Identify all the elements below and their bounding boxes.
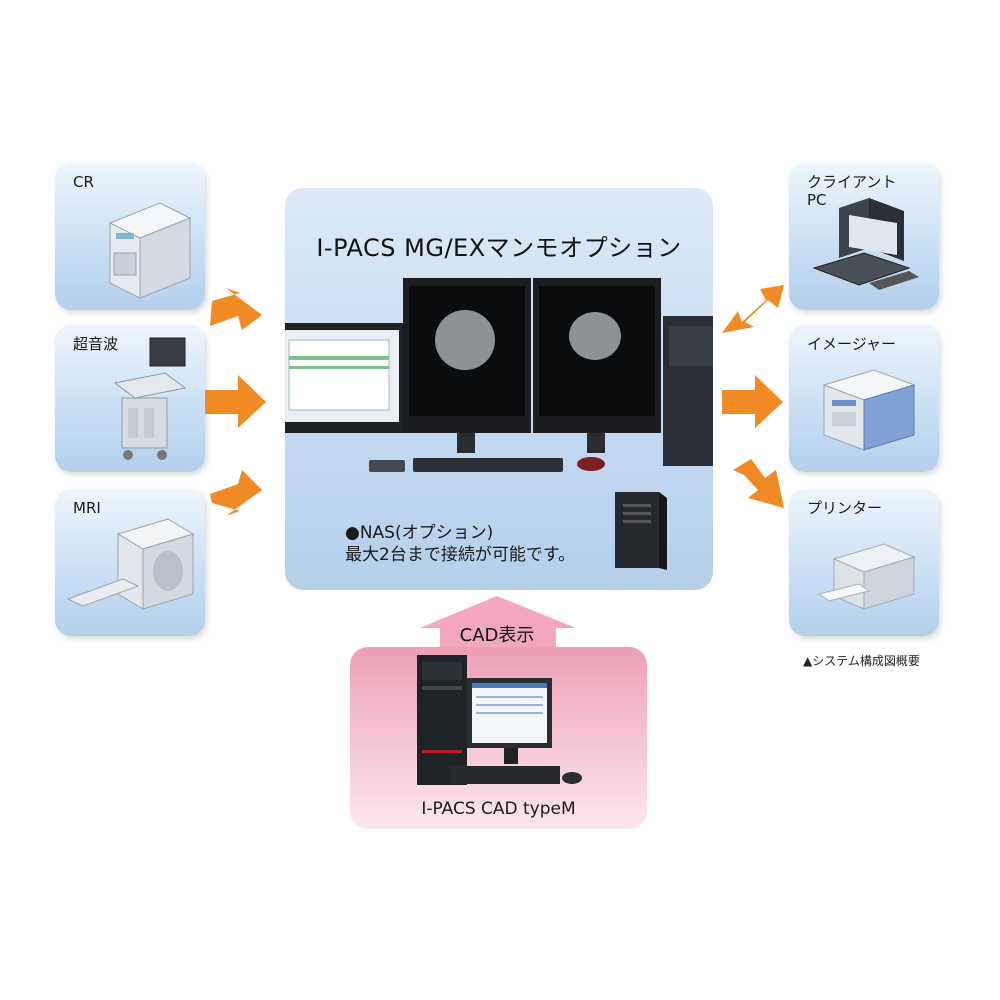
main-system-box: I-PACS MG/EXマンモオプション ●NAS(オプション) 最大2台まで接…	[285, 188, 713, 590]
cad-caption: I-PACS CAD typeM	[421, 799, 576, 819]
cad-box: I-PACS CAD typeM	[350, 647, 647, 829]
cr-device-icon	[108, 202, 192, 299]
mri-scanner-icon	[66, 518, 195, 610]
nas-note-line2: 最大2台まで接続が可能です。	[345, 545, 576, 565]
input-box-cr: CR	[55, 163, 205, 310]
client-pc-icon	[812, 198, 919, 290]
output-box-client-pc: クライアント PC	[789, 163, 939, 310]
output-label-imager: イメージャー	[807, 335, 896, 353]
output-box-imager: イメージャー	[789, 325, 939, 472]
nas-device-icon	[615, 492, 667, 570]
arrow-main-to-imager	[722, 375, 783, 428]
imager-icon	[822, 369, 916, 451]
input-label-ultrasound: 超音波	[73, 335, 119, 353]
cad-arrow-label: CAD表示	[459, 625, 535, 646]
output-label-client-pc: クライアント PC	[807, 173, 897, 209]
diagram-footnote: ▲システム構成図概要	[803, 654, 920, 668]
cad-workstation-icon	[417, 655, 582, 785]
output-box-printer: プリンター	[789, 489, 939, 636]
main-system-title: I-PACS MG/EXマンモオプション	[316, 234, 682, 262]
arrow-ultrasound-to-main	[205, 375, 266, 428]
input-label-mri: MRI	[73, 499, 101, 517]
cad-up-arrow	[420, 596, 576, 648]
arrow-mri-to-main	[210, 470, 262, 516]
arrow-cr-to-main	[210, 288, 262, 330]
input-box-mri: MRI	[55, 489, 205, 636]
printer-icon	[817, 543, 916, 610]
nas-note-line1: ●NAS(オプション)	[345, 523, 494, 543]
input-box-ultrasound: 超音波	[55, 325, 205, 472]
nas-note: ●NAS(オプション) 最大2台まで接続が可能です。	[345, 522, 575, 566]
arrow-main-to-printer	[733, 459, 784, 508]
input-label-cr: CR	[73, 173, 94, 191]
output-label-printer: プリンター	[807, 499, 883, 517]
arrow-main-client-pc-bidirectional	[722, 285, 784, 333]
workstation-monitors-icon	[285, 278, 713, 472]
ultrasound-device-icon	[113, 337, 187, 460]
